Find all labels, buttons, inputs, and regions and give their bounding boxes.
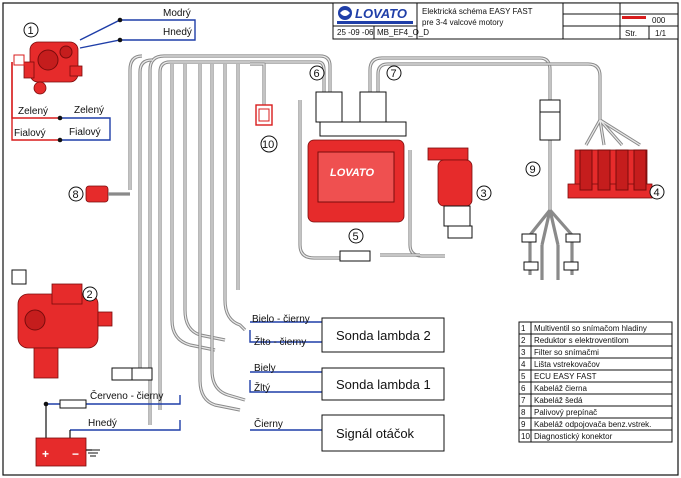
ecu-signal-connector [339,250,371,262]
legend-number: 9 [521,420,526,429]
signal-box-lambda2: Sonda lambda 2 [321,317,445,353]
wire-label-hnedy-top: Hnedý [163,27,192,38]
legend-number: 3 [521,348,526,357]
legend-item: Kabeláž šedá [534,396,583,405]
legend-item: Lišta vstrekovačov [534,360,600,369]
legend-number: 6 [521,384,526,393]
callout-6: 6 [314,68,320,80]
legend-number: 8 [521,408,526,417]
callout-9: 9 [530,164,536,176]
title-line-1: Elektrická schéma EASY FAST [422,7,533,16]
filter-component [427,147,473,239]
title-block: LOVATO 25 -09 -06 MB_EF4_O_D Elektrická … [332,2,679,40]
page-value: 1/1 [655,29,667,38]
callout-4: 4 [654,187,660,199]
multivalve-component [13,41,83,95]
legend-number: 10 [521,432,530,441]
callout-10: 10 [262,139,274,151]
callout-3: 3 [481,188,487,200]
legend-table: 1 Multiventil so snímačom hladiny 2 Redukto… [518,321,673,443]
callouts: 1 2 3 4 5 6 7 8 9 10 [23,22,665,302]
title-doc-no: 000 [652,16,666,25]
reducer-component [11,269,153,381]
title-line-2: pre 3-4 valcové motory [422,18,503,27]
callout-7: 7 [391,68,397,80]
colour-wires [11,17,322,451]
legend-item: Kabeláž čierna [534,384,587,393]
wire-label-zeleny-left: Zelený [18,106,48,117]
signal-box-lambda1-label: Sonda lambda 1 [336,377,431,392]
legend-item: Palivový prepínač [534,408,597,417]
wire-label-hnedy-bottom: Hnedý [88,418,117,429]
legend-item: Filter so snímačmi [534,348,599,357]
wire-label-zeleny-right: Zelený [74,105,104,116]
wire-label-zlty: Žltý [254,381,270,394]
wire-label-cierny: Čierny [254,417,283,430]
svg-text:−: − [72,447,79,461]
harness-bundle [128,54,602,425]
injector-cut-harness-component [521,99,581,280]
legend-item: ECU EASY FAST [534,372,597,381]
title-date: 25 -09 -06 [337,28,374,37]
logo-text: LOVATO [355,6,407,21]
diagnostic-connector-component [255,104,273,126]
callout-8: 8 [73,189,79,201]
wire-label-biely: Biely [254,363,276,374]
lovato-logo: LOVATO [337,6,413,24]
ecu-logo: LOVATO [330,167,374,179]
signal-box-otackov-label: Signál otáčok [336,426,415,441]
callout-1: 1 [28,25,34,37]
legend-item: Reduktor s elektroventilom [534,336,629,345]
legend-item: Kabeláž odpojovača benz.vstrek. [534,420,651,429]
fuel-switch-component [85,185,130,203]
wire-label-zlto-cierny: Žlto - čierny [254,335,306,348]
callout-2: 2 [87,289,93,301]
injector-rail-component [567,118,653,199]
signal-box-lambda1: Sonda lambda 1 [321,367,445,401]
wire-label-modry: Modrý [163,8,191,19]
svg-text:+: + [42,447,49,461]
legend-number: 2 [521,336,526,345]
legend-item: Multiventil so snímačom hladiny [534,324,647,333]
wire-label-fialovy-left: Fialový [14,128,46,139]
signal-box-lambda2-label: Sonda lambda 2 [336,328,431,343]
callout-5: 5 [353,231,359,243]
legend-number: 7 [521,396,526,405]
title-file-code: MB_EF4_O_D [377,28,429,37]
legend-number: 5 [521,372,526,381]
ecu-component: LOVATO [307,91,407,223]
battery-icon: + − [35,437,87,467]
legend-number: 4 [521,360,526,369]
legend-number: 1 [521,324,526,333]
ground-icon [86,449,100,457]
legend-item: Diagnostický konektor [534,432,613,441]
wire-label-fialovy-right: Fialový [69,127,101,138]
signal-box-otackov: Signál otáčok [321,414,445,452]
wire-label-cerveno-cierny: Červeno - čierny [90,389,163,402]
page-label: Str. [625,29,637,38]
wire-label-bielo-cierny: Bielo - čierny [252,314,310,325]
